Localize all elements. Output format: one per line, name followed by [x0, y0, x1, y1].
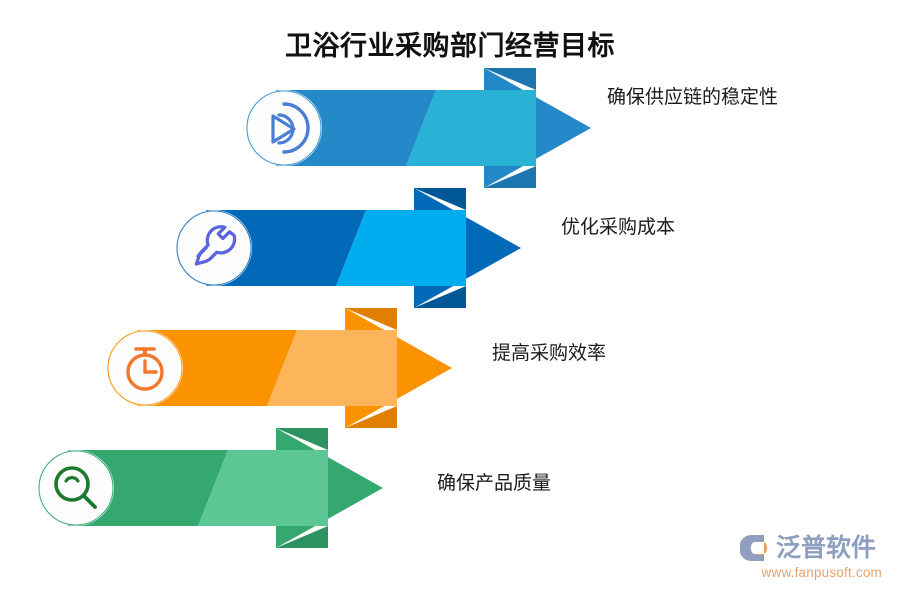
wrench-icon: [176, 210, 252, 286]
arrow-row-4[interactable]: [38, 428, 383, 548]
logo-lockup: 泛普软件: [740, 532, 882, 564]
arrow-row-2[interactable]: [176, 188, 521, 308]
icon-badge-2: [176, 210, 252, 286]
icon-badge-1: [246, 90, 322, 166]
arrow-row-1[interactable]: [246, 68, 591, 188]
page-title: 卫浴行业采购部门经营目标: [285, 31, 615, 61]
circular-arrow-icon: [246, 90, 322, 166]
arrow-row-3[interactable]: [107, 308, 452, 428]
arrow-label-4: 确保产品质量: [437, 473, 552, 494]
fanpu-logo-mark-icon: [740, 535, 768, 561]
stopwatch-icon: [107, 330, 183, 406]
arrow-label-3: 提高采购效率: [492, 343, 607, 364]
watermark-logo: 泛普软件 www.fanpusoft.com: [740, 532, 882, 588]
arrow-label-1: 确保供应链的稳定性: [607, 87, 779, 108]
icon-badge-3: [107, 330, 183, 406]
logo-website-url: www.fanpusoft.com: [761, 565, 882, 580]
logo-company-name: 泛普软件: [776, 533, 877, 562]
arrow-label-2: 优化采购成本: [561, 217, 676, 238]
icon-badge-4: [38, 450, 114, 526]
magnifier-icon: [38, 450, 114, 526]
